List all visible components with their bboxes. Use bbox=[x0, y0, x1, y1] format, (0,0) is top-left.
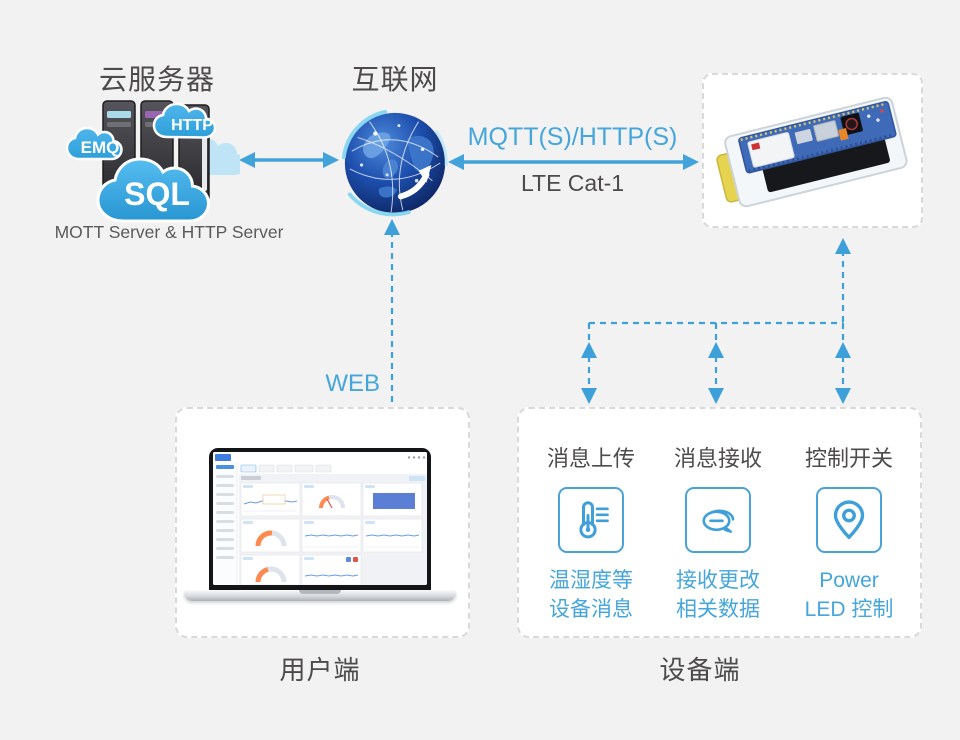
user-side-label: 用户端 bbox=[279, 655, 361, 685]
control-caption: Power LED 控制 bbox=[804, 569, 894, 621]
panel-col-receive: 消息接收 接收更改 相关数据 bbox=[653, 441, 783, 624]
panel-col-upload: 消息上传 温湿度等 设备消息 bbox=[526, 441, 656, 624]
thermometer-icon bbox=[579, 501, 609, 539]
globe-graphic bbox=[341, 109, 448, 217]
control-header: 控制开关 bbox=[804, 446, 893, 471]
bearer-label: LTE Cat-1 bbox=[520, 170, 625, 196]
cloud-server-graphic: EMQ HTTP SQL bbox=[65, 100, 240, 223]
receive-caption: 接收更改 相关数据 bbox=[676, 569, 760, 621]
arrow-globe-device bbox=[448, 154, 699, 170]
panel-col-control: 控制开关 Power LED 控制 bbox=[784, 441, 914, 624]
cloud-server-caption: MOTT Server & HTTP Server bbox=[54, 222, 284, 242]
lte-device-image bbox=[716, 96, 908, 208]
globe-glints bbox=[359, 124, 425, 183]
emq-label: EMQ bbox=[81, 138, 120, 157]
upload-caption: 温湿度等 设备消息 bbox=[549, 569, 633, 621]
upload-header: 消息上传 bbox=[546, 446, 635, 471]
web-label: WEB bbox=[325, 370, 380, 397]
arrow-cloud-globe bbox=[239, 152, 339, 168]
receive-header: 消息接收 bbox=[673, 446, 762, 471]
device-battery bbox=[762, 137, 890, 193]
sql-cloud: SQL bbox=[96, 157, 211, 223]
sql-label: SQL bbox=[124, 176, 190, 212]
device-side-box: 消息上传 温湿度等 设备消息 bbox=[517, 407, 922, 638]
cloud-server-title: 云服务器 bbox=[98, 64, 215, 95]
upload-icon-tile bbox=[558, 487, 624, 553]
http-cloud: HTTP bbox=[152, 102, 217, 139]
laptop-base bbox=[184, 590, 456, 601]
location-pin-icon bbox=[833, 500, 865, 539]
globe-swoosh bbox=[341, 109, 448, 217]
protocol-label: MQTT(S)/HTTP(S) bbox=[467, 123, 678, 151]
device-photo-box bbox=[702, 73, 923, 228]
laptop-screen bbox=[209, 448, 431, 590]
control-icon-tile bbox=[816, 487, 882, 553]
arrow-device-tree bbox=[581, 238, 851, 404]
internet-title: 互联网 bbox=[351, 64, 439, 95]
receive-icon-tile bbox=[685, 487, 751, 553]
emq-cloud: EMQ bbox=[65, 126, 123, 161]
chat-bubble-icon bbox=[702, 509, 735, 534]
device-side-label: 设备端 bbox=[659, 655, 741, 685]
dashboard-screenshot bbox=[213, 452, 427, 585]
http-label: HTTP bbox=[171, 117, 213, 134]
modem-module bbox=[747, 132, 795, 168]
globe-network-lines bbox=[349, 121, 441, 213]
